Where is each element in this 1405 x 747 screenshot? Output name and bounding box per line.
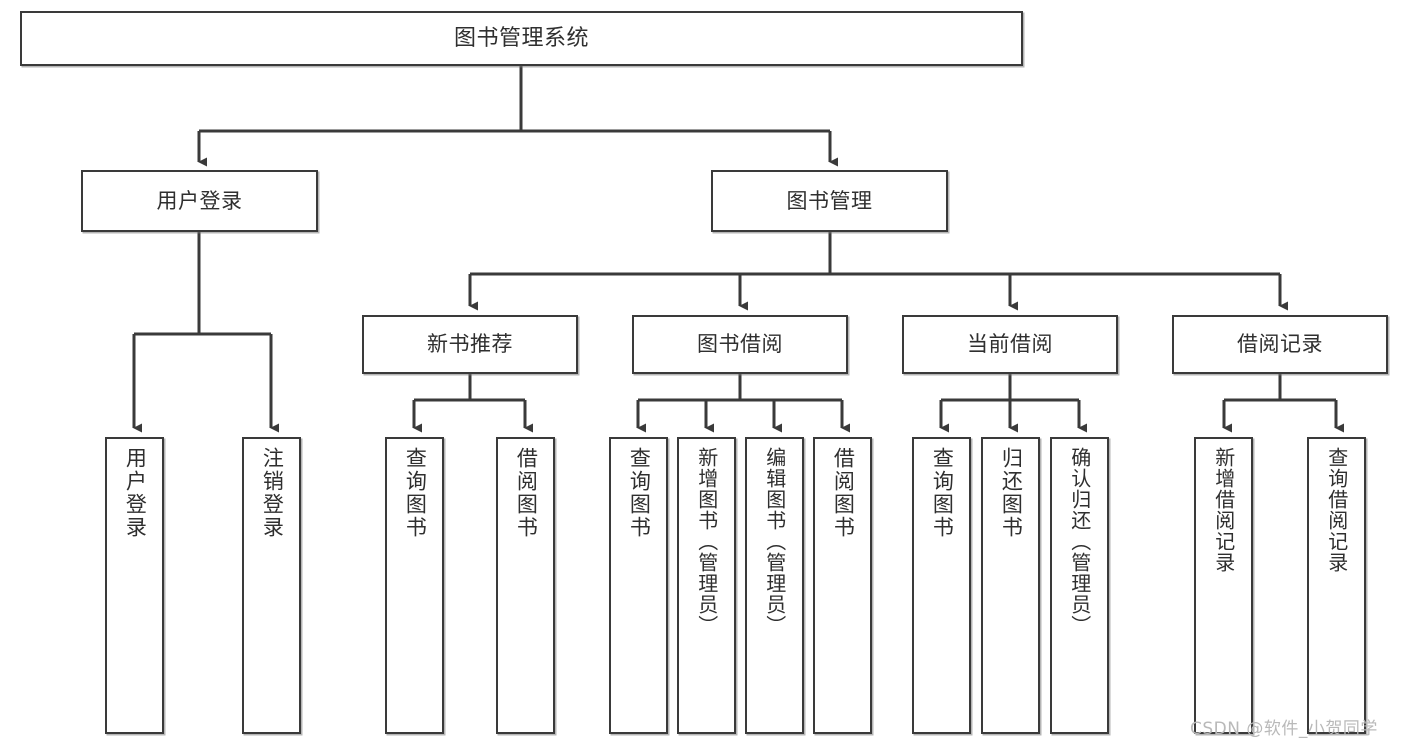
leaf-borrow-book[interactable]: 借阅图书 bbox=[813, 437, 872, 734]
node-label: 图书管理系统 bbox=[453, 25, 589, 51]
node-label: 新增图书（管理员） bbox=[694, 447, 719, 636]
node-user-login[interactable]: 用户登录 bbox=[81, 170, 318, 232]
leaf-borrow-book-recommend[interactable]: 借阅图书 bbox=[496, 437, 555, 734]
node-label: 用户登录 bbox=[156, 188, 243, 213]
node-label: 新书推荐 bbox=[427, 332, 513, 357]
node-label: 查询图书 bbox=[627, 447, 652, 539]
node-label: 归还图书 bbox=[999, 447, 1024, 539]
leaf-query-book-current[interactable]: 查询图书 bbox=[912, 437, 971, 734]
leaf-query-book-recommend[interactable]: 查询图书 bbox=[385, 437, 444, 734]
node-book-management[interactable]: 图书管理 bbox=[711, 170, 948, 232]
leaf-query-book-borrow[interactable]: 查询图书 bbox=[609, 437, 668, 734]
node-label: 当前借阅 bbox=[967, 332, 1053, 357]
leaf-edit-book-admin[interactable]: 编辑图书（管理员） bbox=[745, 437, 804, 734]
node-current-borrow[interactable]: 当前借阅 bbox=[902, 315, 1118, 374]
leaf-add-borrow-record[interactable]: 新增借阅记录 bbox=[1194, 437, 1253, 734]
node-label: 图书管理 bbox=[786, 188, 873, 213]
leaf-return-book[interactable]: 归还图书 bbox=[981, 437, 1040, 734]
node-label: 查询图书 bbox=[403, 447, 428, 539]
node-label: 新增借阅记录 bbox=[1211, 447, 1236, 573]
node-label: 编辑图书（管理员） bbox=[762, 447, 787, 636]
node-label: 图书借阅 bbox=[697, 332, 783, 357]
leaf-confirm-return-admin[interactable]: 确认归还（管理员） bbox=[1050, 437, 1109, 734]
node-label: 确认归还（管理员） bbox=[1067, 447, 1092, 636]
csdn-watermark: CSDN @软件_小贺同学 bbox=[1190, 719, 1378, 739]
node-label: 注销登录 bbox=[260, 447, 285, 539]
node-label: 借阅图书 bbox=[831, 447, 856, 539]
node-label: 查询借阅记录 bbox=[1324, 447, 1349, 573]
leaf-query-borrow-record[interactable]: 查询借阅记录 bbox=[1307, 437, 1366, 734]
node-label: 借阅记录 bbox=[1237, 332, 1323, 357]
node-root-system[interactable]: 图书管理系统 bbox=[20, 11, 1023, 66]
node-label: 查询图书 bbox=[930, 447, 955, 539]
leaf-user-login[interactable]: 用户登录 bbox=[105, 437, 164, 734]
node-borrow-record[interactable]: 借阅记录 bbox=[1172, 315, 1388, 374]
node-label: 借阅图书 bbox=[514, 447, 539, 539]
leaf-add-book-admin[interactable]: 新增图书（管理员） bbox=[677, 437, 736, 734]
node-book-borrow[interactable]: 图书借阅 bbox=[632, 315, 848, 374]
node-new-book-recommend[interactable]: 新书推荐 bbox=[362, 315, 578, 374]
leaf-logout[interactable]: 注销登录 bbox=[242, 437, 301, 734]
node-label: 用户登录 bbox=[123, 447, 148, 539]
